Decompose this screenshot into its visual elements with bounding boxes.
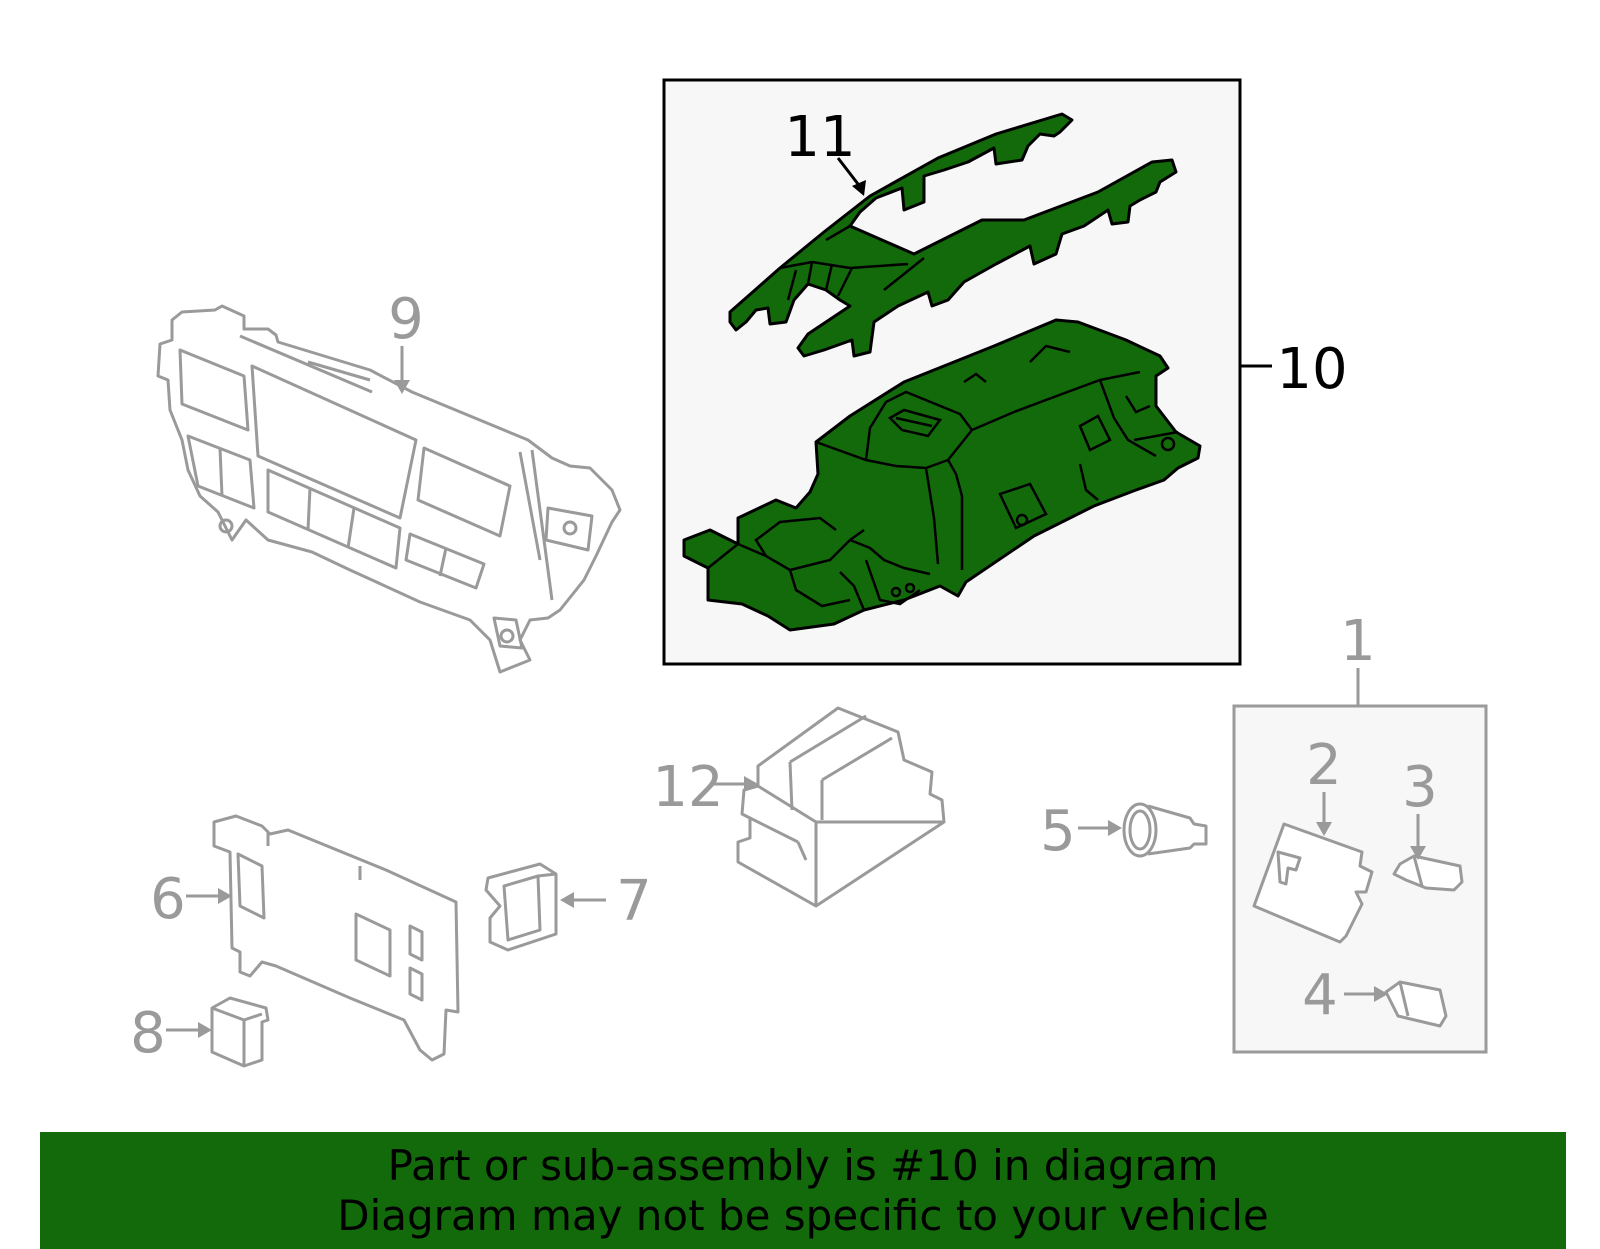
callout-11: 11	[784, 105, 855, 170]
callout-4: 4	[1302, 963, 1338, 1028]
footer-line-disclaimer: Diagram may not be specific to your vehi…	[337, 1191, 1269, 1240]
part-8-clip[interactable]	[210, 996, 270, 1068]
callout-5: 5	[1040, 799, 1076, 864]
part-11-trim-bezel[interactable]	[728, 112, 1178, 358]
part-2-switch[interactable]	[1252, 822, 1374, 944]
part-9-control-panel[interactable]	[156, 304, 622, 674]
part-7-connector[interactable]	[484, 862, 558, 952]
part-6-control-module[interactable]	[212, 814, 460, 1062]
callout-3: 3	[1402, 755, 1438, 820]
footer-line-part-note: Part or sub-assembly is #10 in diagram	[387, 1141, 1219, 1190]
callout-9: 9	[388, 287, 424, 352]
part-5-bulb[interactable]	[1122, 802, 1208, 858]
callout-6: 6	[150, 867, 186, 932]
part-12-bracket[interactable]	[736, 706, 946, 908]
part-10-console-body[interactable]	[682, 318, 1202, 632]
part-3-connector[interactable]	[1392, 854, 1464, 892]
callout-2: 2	[1306, 733, 1342, 798]
part-4-connector[interactable]	[1384, 980, 1448, 1028]
leader-lines	[166, 157, 1426, 1038]
footer-banner: Part or sub-assembly is #10 in diagram D…	[40, 1132, 1566, 1249]
callout-12: 12	[652, 755, 723, 820]
callout-7: 7	[616, 869, 652, 934]
callout-labels: 1 2 3 4 5 6 7 8 9 10 11 12	[130, 105, 1438, 1066]
callout-10: 10	[1276, 337, 1347, 402]
callout-1: 1	[1340, 609, 1376, 674]
callout-8: 8	[130, 1001, 166, 1066]
